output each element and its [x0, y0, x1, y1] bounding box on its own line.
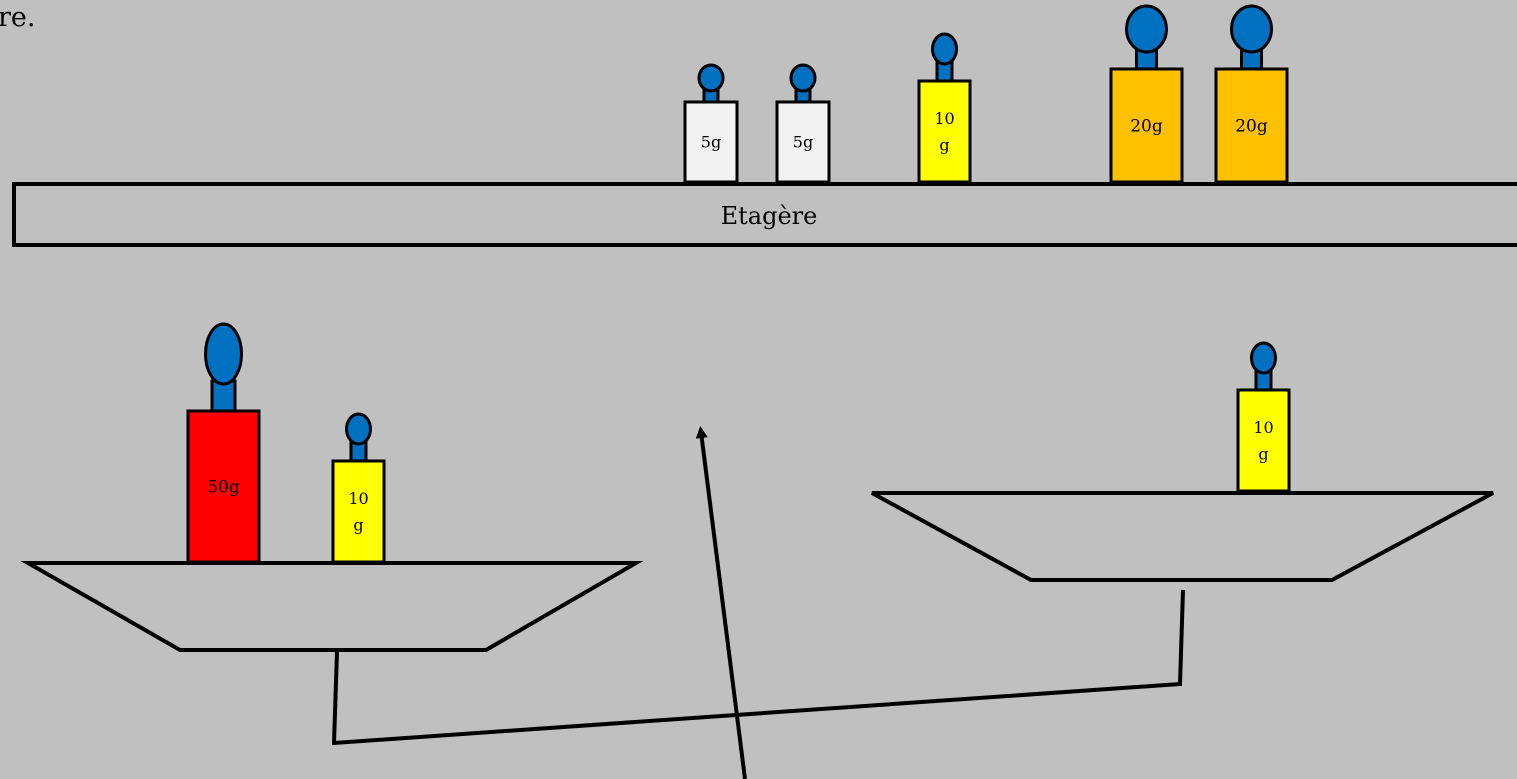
weight-body: [775, 100, 831, 184]
weight-label: 20g: [1235, 116, 1268, 136]
left-pan-tray[interactable]: [20, 561, 644, 652]
shelf-weight-5g[interactable]: 5g: [683, 63, 739, 184]
weight-knob-icon: [697, 63, 725, 93]
shelf-weight-20g[interactable]: 20g: [1109, 4, 1184, 184]
shelf-weight-5g[interactable]: 5g: [775, 63, 831, 184]
right-pan-tray[interactable]: [871, 491, 1494, 582]
weight-label: 5g: [701, 133, 721, 152]
weight-knob-icon: [1230, 4, 1273, 54]
weight-label: 5g: [793, 133, 813, 152]
shelf-label: Etagère: [721, 202, 818, 230]
weight-knob-icon: [1125, 4, 1168, 54]
weight-knob-icon: [1250, 341, 1277, 375]
left-pan-weight-50g[interactable]: 50g: [186, 322, 261, 564]
weight-label: 50g: [207, 477, 240, 497]
beam-linkage: [331, 589, 1185, 746]
weight-stem: [210, 379, 237, 415]
weight-body: [917, 79, 972, 184]
weight-knob-icon: [345, 412, 372, 446]
balance-beam: [331, 426, 1185, 779]
left-pan[interactable]: [20, 561, 644, 652]
weight-body: [186, 409, 261, 564]
weight-body: [331, 459, 386, 564]
shelf-board: [12, 182, 1517, 247]
right-pan[interactable]: [871, 491, 1494, 582]
weight-knob-icon: [789, 63, 817, 93]
weight-body: [1109, 67, 1184, 184]
shelf-weight-20g[interactable]: 20g: [1214, 4, 1289, 184]
weight-knob-icon: [931, 32, 958, 66]
arrow-up-icon: [695, 426, 747, 779]
weight-body: [1214, 67, 1289, 184]
weight-body: [683, 100, 739, 184]
weight-body: [1236, 388, 1291, 493]
weight-knob-icon: [204, 322, 243, 386]
shelf: Etagère: [12, 182, 1517, 247]
instruction-text: re.: [0, 2, 36, 33]
weight-label: 20g: [1130, 116, 1163, 136]
